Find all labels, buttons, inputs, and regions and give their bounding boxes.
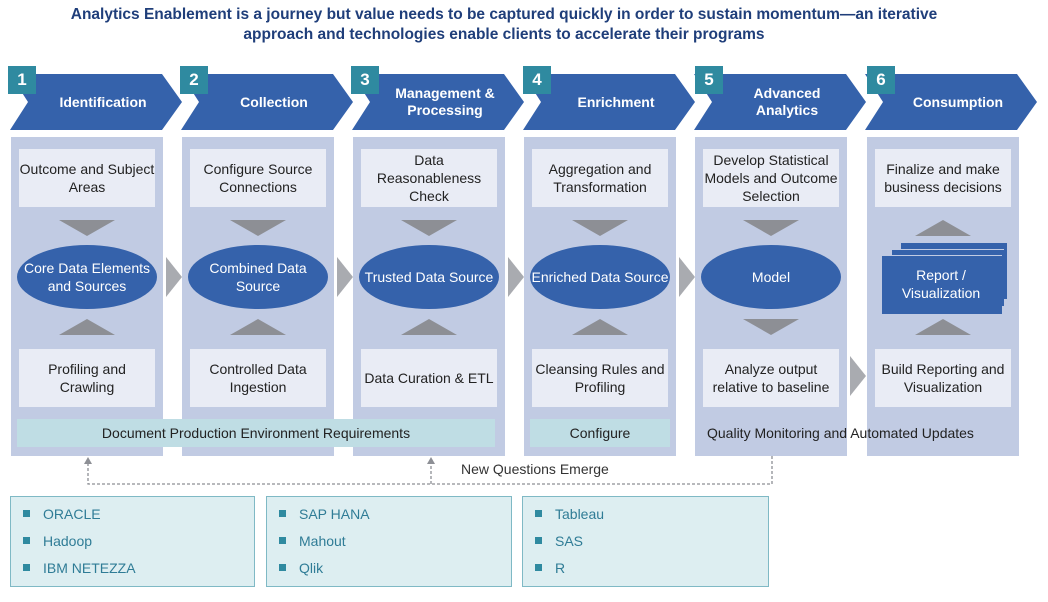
step-5-top-box: Develop Statistical Models and Outcome S…: [703, 149, 839, 207]
step-1-chevron: [10, 74, 182, 130]
technology-item: Qlik: [279, 555, 511, 582]
step-1-top-box: Outcome and Subject Areas: [19, 149, 155, 207]
step-6-label: Consumption: [912, 93, 1004, 110]
step-2-number: 2: [180, 66, 208, 94]
step-2-top-box: Configure Source Connections: [190, 149, 326, 207]
step-3-column: Data Reasonableness Check Trusted Data S…: [353, 137, 505, 456]
step-1-bottom-box: Profiling and Crawling: [19, 349, 155, 407]
step-1-up-connector: [59, 319, 115, 335]
bullet-square-icon: [279, 564, 286, 571]
step-6-center-label: Report / Visualization: [901, 267, 981, 301]
step-6-chevron: [865, 74, 1037, 130]
technology-item: SAP HANA: [279, 501, 511, 528]
technology-group-2: SAP HANA Mahout Qlik: [266, 496, 512, 587]
documentation-band: Document Production Environment Requirem…: [17, 419, 495, 447]
step-3-label: Management & Processing: [395, 85, 495, 118]
technology-group-1: ORACLE Hadoop IBM NETEZZA: [10, 496, 255, 587]
flow-arrow-4-5: [679, 257, 695, 297]
step-3-number: 3: [351, 66, 379, 94]
step-4-label: Enrichment: [577, 93, 655, 110]
step-2-label: Collection: [240, 93, 308, 110]
step-3-chevron: [352, 74, 524, 130]
step-5-column: Develop Statistical Models and Outcome S…: [695, 137, 847, 456]
step-3-bottom-box: Data Curation & ETL: [361, 349, 497, 407]
step-6-number: 6: [867, 66, 895, 94]
step-6-up-connector: [915, 220, 971, 236]
step-2-down-connector: [230, 220, 286, 236]
step-1-down-connector: [59, 220, 115, 236]
step-4-down-connector: [572, 220, 628, 236]
title-line-1: Analytics Enablement is a journey but va…: [70, 6, 938, 23]
step-2-up-connector: [230, 319, 286, 335]
technology-item: R: [535, 555, 768, 582]
bullet-square-icon: [535, 510, 542, 517]
step-3-down-connector: [401, 220, 457, 236]
step-3-top-box: Data Reasonableness Check: [361, 149, 497, 207]
bullet-square-icon: [535, 564, 542, 571]
step-2-center-ellipse: Combined Data Source: [188, 245, 328, 309]
step-4-up-connector: [572, 319, 628, 335]
step-4-chevron: [523, 74, 695, 130]
title-line-2: approach and technologies enable clients…: [243, 26, 765, 43]
step-6-column: Finalize and make business decisions Rep…: [867, 137, 1019, 456]
technology-item: IBM NETEZZA: [23, 555, 254, 582]
step-2-bottom-box: Controlled Data Ingestion: [190, 349, 326, 407]
bullet-square-icon: [535, 537, 542, 544]
bullet-square-icon: [279, 537, 286, 544]
step-3-arrow: Management & Processing: [352, 74, 524, 130]
technology-item: ORACLE: [23, 501, 254, 528]
bullet-square-icon: [279, 510, 286, 517]
flow-arrow-5-6: [850, 356, 866, 396]
step-3-up-connector: [401, 319, 457, 335]
step-4-top-box: Aggregation and Transformation: [532, 149, 668, 207]
technology-item: Tableau: [535, 501, 768, 528]
technology-group-3: Tableau SAS R: [522, 496, 769, 587]
configure-band: Configure: [530, 419, 670, 447]
step-1-label: Identification: [59, 93, 147, 110]
technology-item: Hadoop: [23, 528, 254, 555]
step-5-down-connector-2: [743, 319, 799, 335]
step-5-number: 5: [695, 66, 723, 94]
step-5-arrow: Advanced Analytics: [694, 74, 866, 130]
step-4-arrow: Enrichment: [523, 74, 695, 130]
step-2-chevron: [181, 74, 353, 130]
step-4-number: 4: [523, 66, 551, 94]
technology-item: SAS: [535, 528, 768, 555]
flow-arrow-3-4: [508, 257, 524, 297]
step-5-chevron: [694, 74, 866, 130]
step-1-center-ellipse: Core Data Elements and Sources: [17, 245, 157, 309]
step-1-number: 1: [8, 66, 36, 94]
step-6-up-connector-2: [915, 319, 971, 335]
step-4-bottom-box: Cleansing Rules and Profiling: [532, 349, 668, 407]
step-1-column: Outcome and Subject Areas Core Data Elem…: [11, 137, 163, 456]
report-visualization-card: [881, 255, 1002, 314]
flow-arrow-2-3: [337, 257, 353, 297]
step-4-center-ellipse: Enriched Data Source: [530, 245, 670, 309]
step-5-center-ellipse: Model: [701, 245, 841, 309]
step-2-column: Configure Source Connections Combined Da…: [182, 137, 334, 456]
step-5-label: Advanced Analytics: [753, 85, 821, 118]
step-1-arrow: Identification: [10, 74, 182, 130]
step-5-down-connector: [743, 220, 799, 236]
page-title: Analytics Enablement is a journey but va…: [0, 5, 1008, 45]
step-3-center-ellipse: Trusted Data Source: [359, 245, 499, 309]
step-6-arrow: Consumption: [865, 74, 1037, 130]
bullet-square-icon: [23, 564, 30, 571]
step-2-arrow: Collection: [181, 74, 353, 130]
step-6-top-box: Finalize and make business decisions: [875, 149, 1011, 207]
step-5-bottom-box: Analyze output relative to baseline: [703, 349, 839, 407]
bullet-square-icon: [23, 510, 30, 517]
quality-monitoring-label: Quality Monitoring and Automated Updates: [707, 425, 974, 441]
step-4-column: Aggregation and Transformation Enriched …: [524, 137, 676, 456]
flow-arrow-1-2: [166, 257, 182, 297]
step-6-bottom-box: Build Reporting and Visualization: [875, 349, 1011, 407]
technology-item: Mahout: [279, 528, 511, 555]
bullet-square-icon: [23, 537, 30, 544]
feedback-label: New Questions Emerge: [461, 461, 609, 477]
